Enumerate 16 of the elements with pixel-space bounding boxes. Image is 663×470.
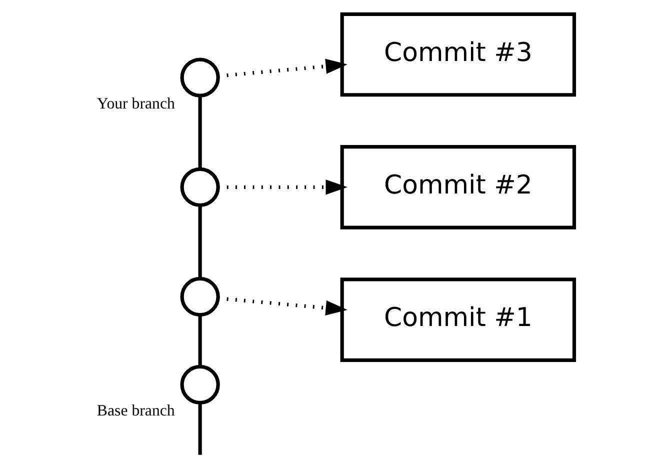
connector — [198, 402, 202, 455]
node-circle — [180, 364, 220, 405]
node-box: Commit #1 — [340, 278, 576, 362]
arrow — [218, 296, 347, 316]
arrow — [218, 58, 347, 78]
node-box: Commit #3 — [340, 12, 576, 97]
node-box: Commit #2 — [340, 144, 576, 230]
node-circle — [180, 167, 220, 207]
node-circle — [180, 276, 220, 317]
node-label: Base branch — [96, 402, 174, 420]
connector — [198, 206, 202, 278]
connector — [198, 96, 202, 169]
node-circle — [180, 58, 220, 98]
arrow — [218, 180, 347, 195]
connector — [198, 315, 202, 366]
node-label: Your branch — [96, 95, 174, 112]
